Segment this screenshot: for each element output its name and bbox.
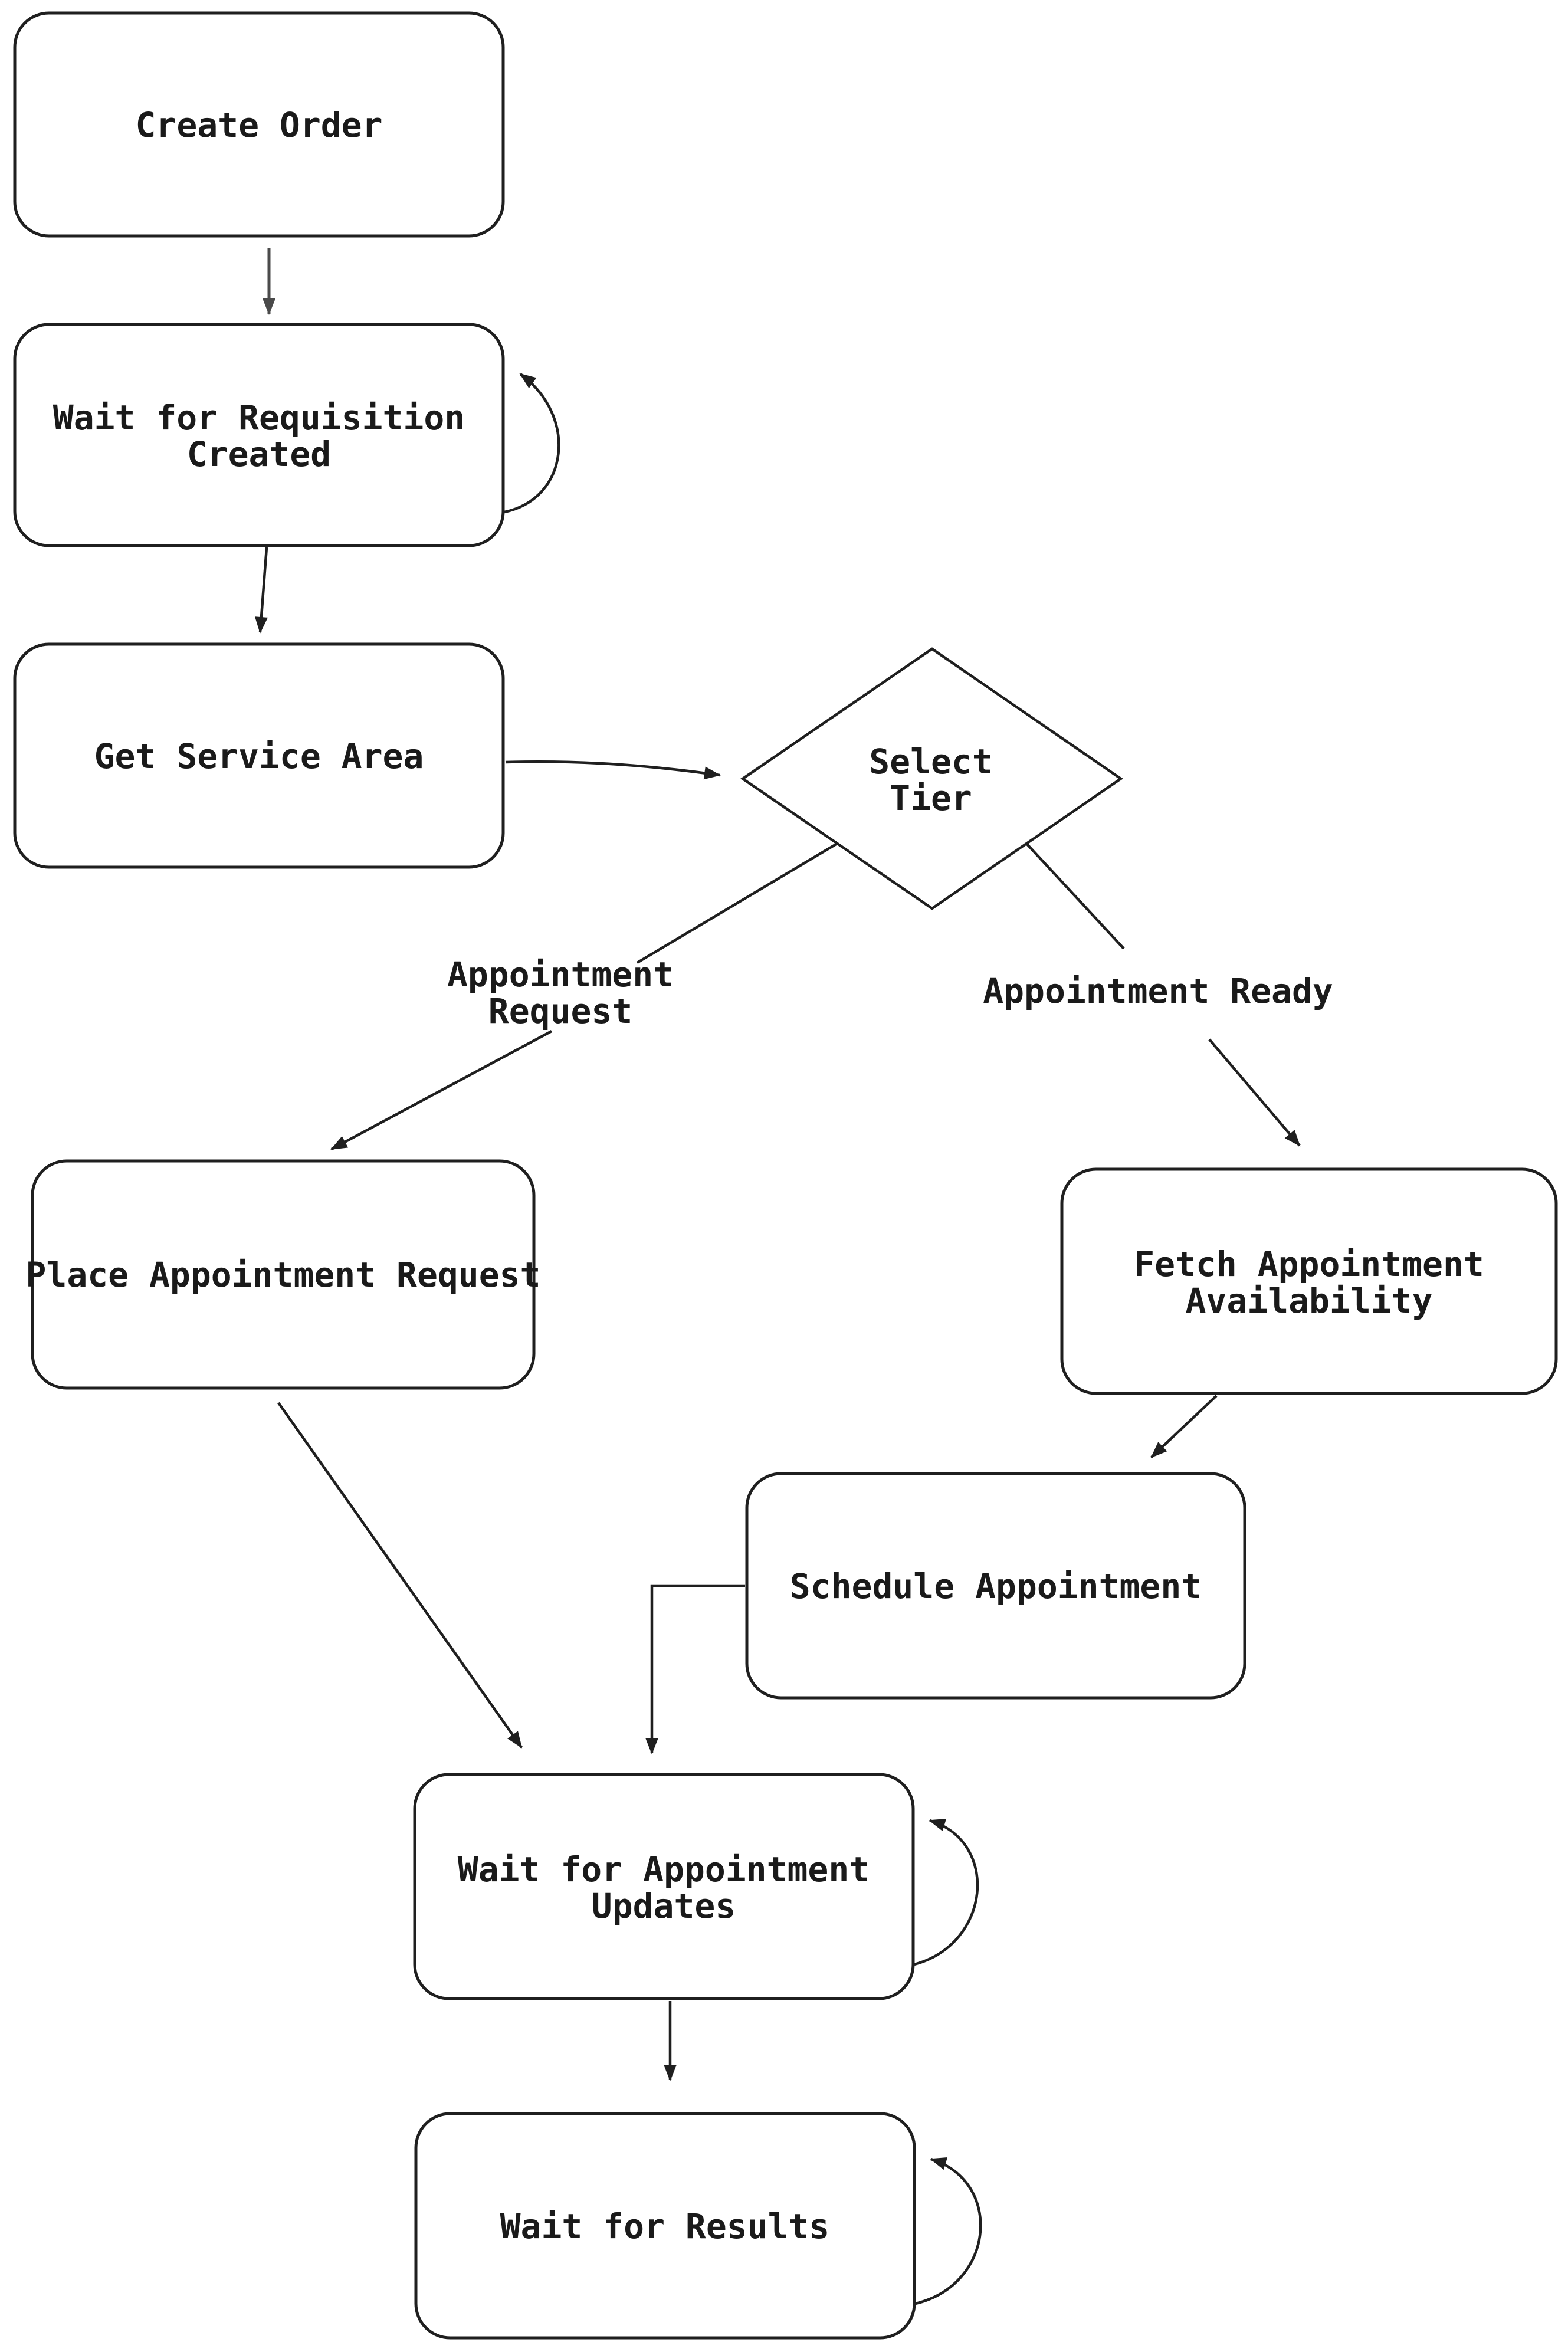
node-label: Updates xyxy=(592,1886,736,1926)
self-loop-wait-updates xyxy=(914,1819,979,1966)
edge-select-tier-to-fetch-availability-lower xyxy=(1208,1038,1301,1147)
node-label: Wait for Appointment xyxy=(458,1849,870,1890)
node-label: Availability xyxy=(1185,1281,1432,1321)
node-label: Schedule Appointment xyxy=(790,1566,1202,1606)
edge-schedule-to-wait-updates xyxy=(645,1584,745,1754)
node-get-service-area: Get Service Area xyxy=(13,642,505,869)
node-label: Place Appointment Request xyxy=(26,1255,541,1295)
node-label: Wait for Requisition xyxy=(53,398,465,438)
edge-select-tier-to-fetch-availability-upper xyxy=(1025,842,1125,950)
edge-place-request-to-wait-updates xyxy=(277,1402,523,1749)
edge-label-appointment-request-line2: Request xyxy=(488,991,632,1031)
edge-select-tier-to-place-request-lower xyxy=(330,1030,553,1150)
node-schedule-appointment: Schedule Appointment xyxy=(745,1472,1246,1700)
edge-label-appointment-request-line1: Appointment xyxy=(447,954,674,995)
node-place-appointment-request: Place Appointment Request xyxy=(26,1159,541,1390)
node-select-tier: Select Tier xyxy=(740,647,1123,910)
node-label: Get Service Area xyxy=(94,736,424,776)
self-loop-wait-results xyxy=(915,2157,982,2305)
node-label: Select xyxy=(869,742,993,782)
node-label: Create Order xyxy=(135,105,382,145)
edge-fetch-availability-to-schedule xyxy=(1150,1395,1218,1458)
node-label: Tier xyxy=(890,778,972,818)
node-label: Wait for Results xyxy=(500,2206,830,2246)
node-wait-for-appointment-updates: Wait for Appointment Updates xyxy=(413,1773,915,2000)
edge-label-appointment-ready: Appointment Ready xyxy=(983,971,1333,1011)
node-create-order: Create Order xyxy=(13,11,505,238)
node-wait-for-results: Wait for Results xyxy=(414,2112,916,2340)
node-fetch-appointment-availability: Fetch Appointment Availability xyxy=(1060,1167,1558,1395)
self-loop-wait-requisition xyxy=(504,373,560,514)
node-label: Created xyxy=(187,434,331,474)
edge-get-service-area-to-select-tier xyxy=(505,760,721,780)
edge-select-tier-to-place-request-upper xyxy=(636,842,838,964)
node-wait-for-requisition-created: Wait for Requisition Created xyxy=(13,323,505,547)
edge-wait-requisition-to-get-service-area xyxy=(255,547,268,634)
node-label: Fetch Appointment xyxy=(1134,1244,1484,1284)
